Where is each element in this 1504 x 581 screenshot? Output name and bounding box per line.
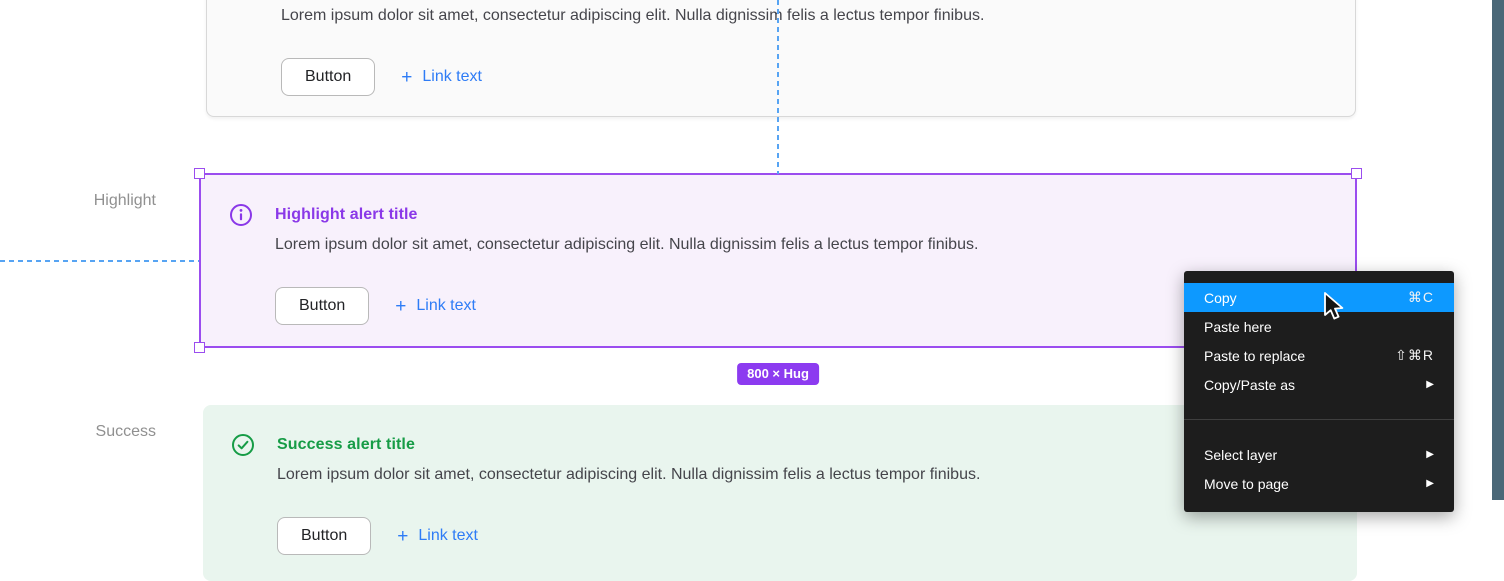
selection-size-badge: 800 × Hug <box>737 363 819 385</box>
variant-label-highlight: Highlight <box>93 192 156 209</box>
alert-body-text: Lorem ipsum dolor sit amet, consectetur … <box>277 466 981 483</box>
submenu-arrow-icon: ▶ <box>1426 449 1434 460</box>
plus-icon: + <box>397 525 409 547</box>
shortcut-label: ⌘C <box>1407 289 1434 305</box>
context-menu: Copy ⌘C Paste here Paste to replace ⇧⌘R … <box>1184 271 1454 512</box>
selection-handle-bottom-left[interactable] <box>194 342 205 353</box>
alert-body-text: Lorem ipsum dolor sit amet, consectetur … <box>275 236 979 253</box>
menu-item-copy[interactable]: Copy ⌘C <box>1184 283 1454 312</box>
horizontal-guide-line <box>0 260 199 262</box>
info-icon <box>229 203 253 227</box>
selection-handle-top-right[interactable] <box>1351 168 1362 179</box>
alert-link-label: Link text <box>418 527 478 544</box>
right-edge-panel-strip <box>1492 0 1504 500</box>
alert-card-partial[interactable]: Lorem ipsum dolor sit amet, consectetur … <box>206 0 1356 117</box>
menu-divider <box>1184 419 1454 420</box>
submenu-arrow-icon: ▶ <box>1426 478 1434 489</box>
vertical-guide-line <box>777 0 779 174</box>
menu-item-copy-paste-as[interactable]: Copy/Paste as ▶ <box>1204 376 1434 393</box>
shortcut-label: ⇧⌘R <box>1395 347 1434 363</box>
alert-button[interactable]: Button <box>281 58 376 96</box>
alert-link[interactable]: + Link text <box>397 527 478 546</box>
menu-item-paste-to-replace[interactable]: Paste to replace ⇧⌘R <box>1204 347 1434 364</box>
selection-handle-top-left[interactable] <box>194 168 205 179</box>
alert-button[interactable]: Button <box>275 287 370 325</box>
alert-link[interactable]: + Link text <box>395 297 476 316</box>
plus-icon: + <box>401 66 413 88</box>
menu-item-select-layer[interactable]: Select layer ▶ <box>1204 446 1434 463</box>
plus-icon: + <box>395 295 407 317</box>
alert-title: Success alert title <box>277 436 415 453</box>
variant-label-success: Success <box>95 423 156 440</box>
alert-link[interactable]: + Link text <box>401 68 482 87</box>
menu-item-move-to-page[interactable]: Move to page ▶ <box>1204 475 1434 492</box>
alert-title: Highlight alert title <box>275 206 418 223</box>
alert-link-label: Link text <box>422 68 482 85</box>
check-circle-icon <box>231 433 255 457</box>
submenu-arrow-icon: ▶ <box>1426 379 1434 390</box>
alert-body-text: Lorem ipsum dolor sit amet, consectetur … <box>281 7 985 24</box>
menu-item-paste-here[interactable]: Paste here <box>1204 318 1272 335</box>
alert-card-highlight[interactable]: Highlight alert title Lorem ipsum dolor … <box>194 168 1362 353</box>
mouse-cursor-icon <box>1322 292 1348 327</box>
alert-button[interactable]: Button <box>277 517 372 555</box>
alert-link-label: Link text <box>416 297 476 314</box>
